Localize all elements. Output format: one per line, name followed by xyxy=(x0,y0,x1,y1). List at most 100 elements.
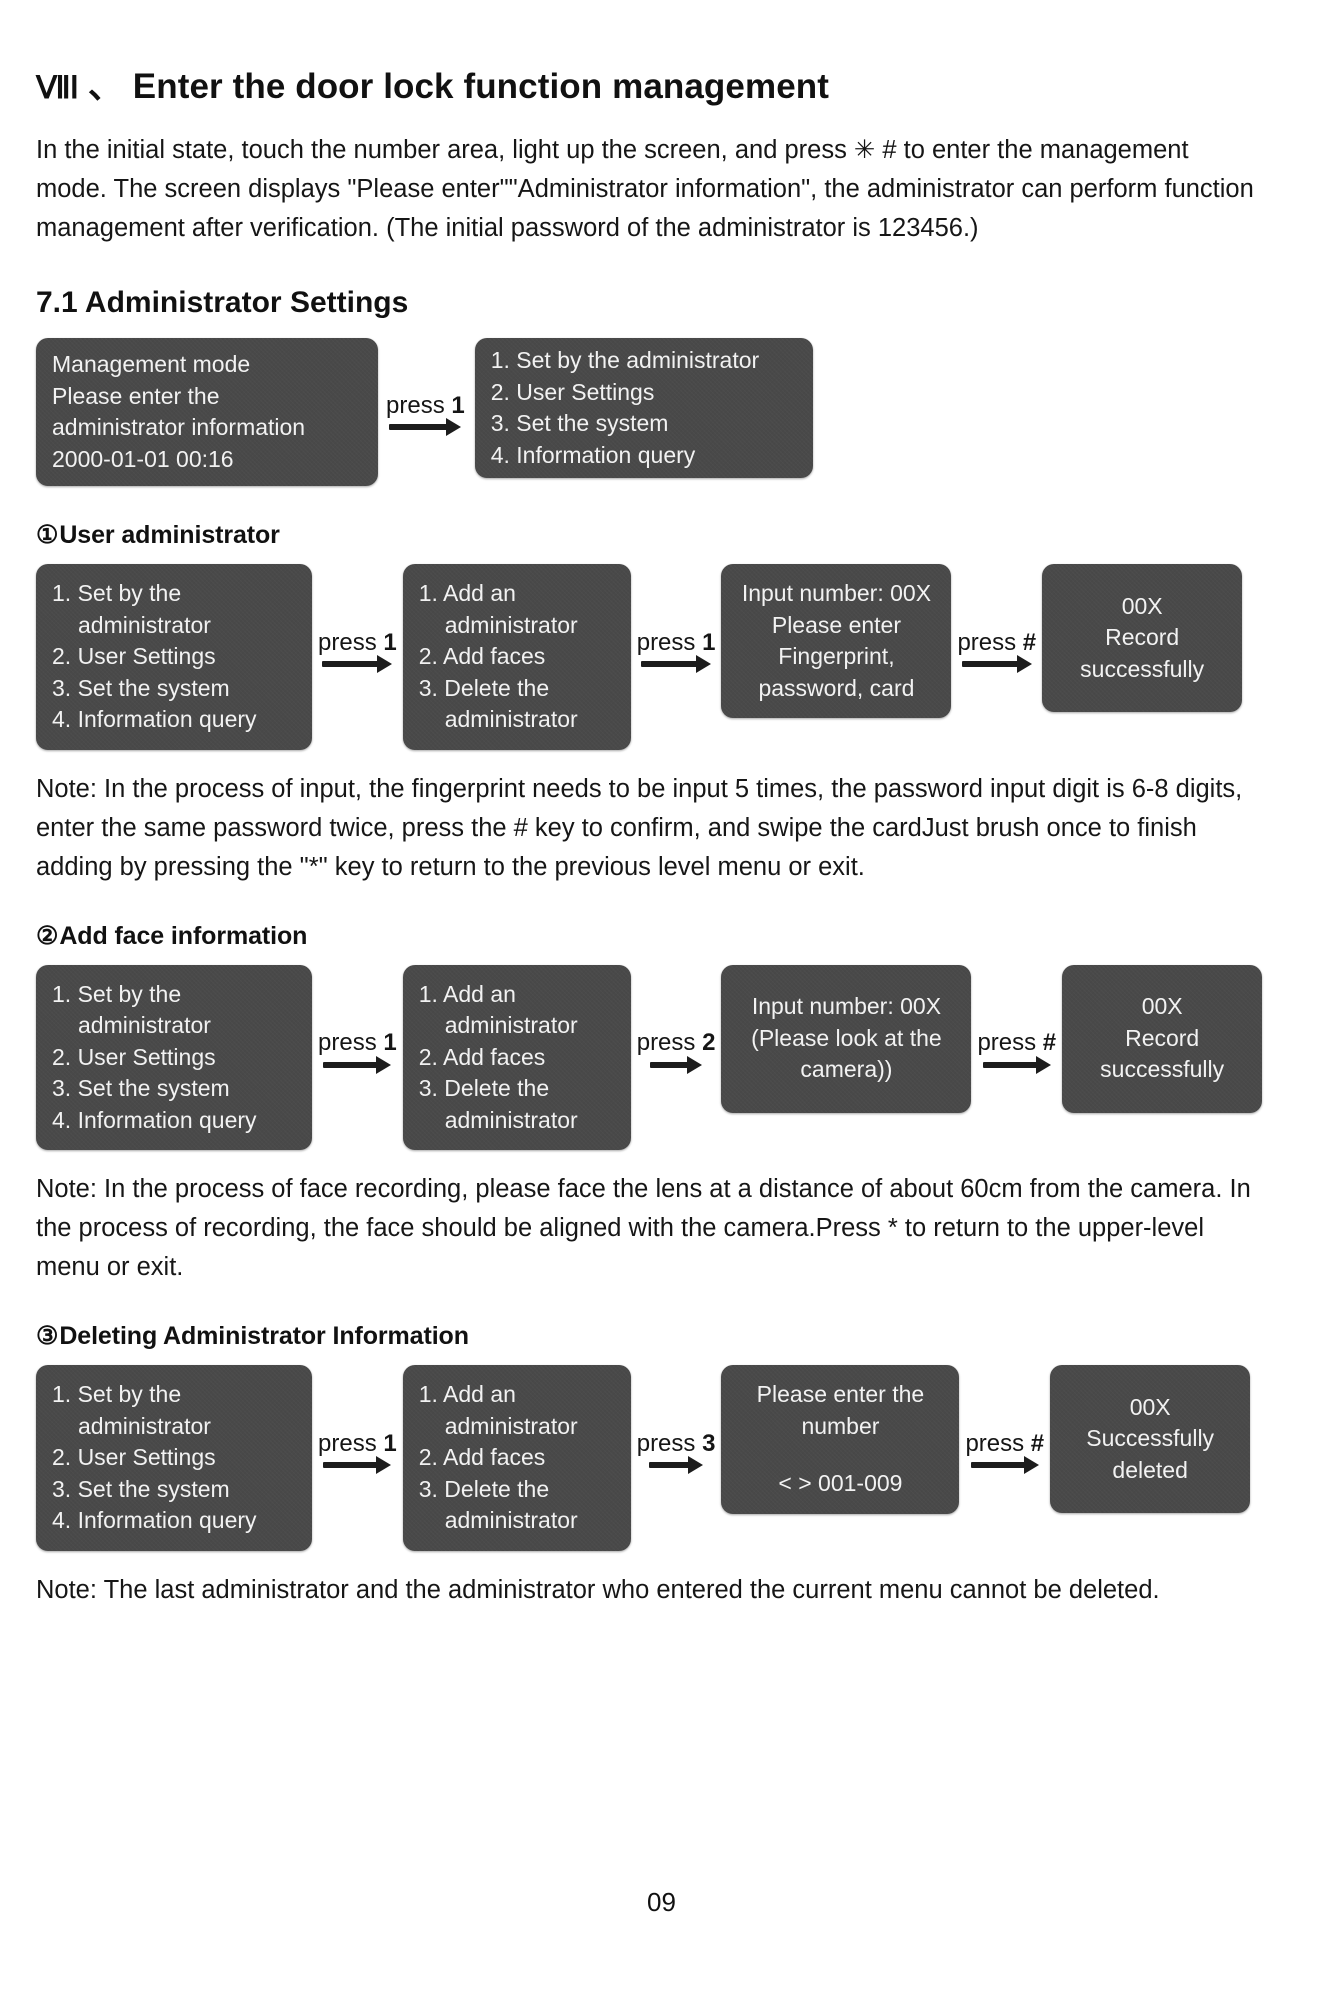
arrow-icon xyxy=(389,418,462,436)
arrow-shaft xyxy=(650,1061,689,1068)
arrow-shaft xyxy=(970,1462,1025,1468)
screen-main-menu: 1. Set by the administrator 2. User Sett… xyxy=(475,338,813,478)
screen-line: Please enter xyxy=(771,611,901,638)
connector-key: 3 xyxy=(702,1429,716,1457)
screen-main-menu: 1. Set by the administrator 2. User Sett… xyxy=(36,1365,312,1551)
connector-key: 1 xyxy=(383,1029,397,1056)
flow-administrator-settings: Management mode Please enter the adminis… xyxy=(36,338,1263,486)
menu-item: 2. User Settings xyxy=(52,643,216,669)
note-add-face-information: Note: In the process of face recording, … xyxy=(36,1175,1251,1281)
arrow-head xyxy=(1023,1456,1039,1474)
menu-item: 4. Information query xyxy=(52,706,257,732)
screen-admin-submenu: 1. Add an administrator 2. Add faces 3. … xyxy=(403,1365,631,1551)
arrow-head xyxy=(446,418,462,436)
arrow-icon xyxy=(982,1055,1051,1074)
arrow-head xyxy=(696,655,712,673)
connector-label: press 1 xyxy=(637,629,716,657)
menu-item: 2. User Settings xyxy=(52,1043,216,1070)
menu-item: 4. Information query xyxy=(490,441,696,468)
menu-item: 1. Add an xyxy=(418,580,516,606)
connector-key: 1 xyxy=(383,1429,397,1457)
screen-line: Record xyxy=(1105,624,1180,651)
menu-item: 1. Set by the xyxy=(52,980,182,1007)
connector-press-hash: press # xyxy=(951,564,1042,734)
chapter-numeral-separator: 、 xyxy=(87,67,123,106)
screen-line: Please enter the xyxy=(756,1381,925,1407)
connector-key: # xyxy=(1042,1029,1057,1056)
arrow-shaft xyxy=(641,661,698,667)
arrow-icon xyxy=(649,1456,704,1474)
arrow-icon xyxy=(650,1055,703,1074)
connector-label: press # xyxy=(957,629,1036,657)
screen-line: Input number: 00X xyxy=(741,580,932,606)
screen-line: Record xyxy=(1125,1024,1200,1051)
connector-key: # xyxy=(1022,628,1037,656)
arrow-head xyxy=(687,1055,703,1074)
screen-line: successfully xyxy=(1080,655,1205,682)
menu-item: 4. Information query xyxy=(52,1106,257,1133)
menu-item: 1. Set by the xyxy=(52,1381,182,1407)
screen-number-prompt: Please enter the number < > 001-009 xyxy=(721,1365,959,1514)
connector-label: press 1 xyxy=(386,392,465,420)
screen-line: 00X xyxy=(1129,1393,1171,1420)
connector-press-hash: press # xyxy=(959,1365,1050,1535)
arrow-shaft xyxy=(649,1462,690,1468)
subsection-label: Deleting Administrator Information xyxy=(59,1322,469,1350)
connector-press-3: press 3 xyxy=(631,1365,722,1535)
screen-result: 00X Record successfully xyxy=(1042,564,1242,712)
screen-line: Successfully xyxy=(1086,1425,1215,1452)
screen-line: administrator information xyxy=(52,414,306,440)
connector-press-1: press 1 xyxy=(631,564,722,734)
screen-line: Fingerprint, xyxy=(778,643,895,669)
menu-item: 3. Set the system xyxy=(52,1075,230,1101)
menu-item: 3. Set the system xyxy=(52,674,230,701)
menu-item: 1. Set by the administrator xyxy=(490,347,760,373)
connector-prefix: press xyxy=(318,628,377,656)
screen-line: deleted xyxy=(1112,1456,1188,1483)
subsection-marker: ② xyxy=(36,921,59,950)
screen-line: Input number: 00X xyxy=(751,993,942,1020)
screen-admin-submenu: 1. Add an administrator 2. Add faces 3. … xyxy=(403,965,631,1151)
screen-result: 00X Record successfully xyxy=(1062,965,1262,1113)
subsection-title-3: ③Deleting Administrator Information xyxy=(36,1321,1263,1351)
chapter-heading: ⅦⅠ、 Enter the door lock function managem… xyxy=(36,58,1263,109)
subsection-marker: ③ xyxy=(36,1322,59,1350)
connector-prefix: press xyxy=(318,1429,377,1457)
menu-item: 3. Set the system xyxy=(490,410,669,436)
arrow-icon xyxy=(961,655,1032,673)
menu-item-cont: administrator xyxy=(444,611,578,638)
screen-main-menu: 1. Set by the administrator 2. User Sett… xyxy=(36,564,312,750)
menu-item-cont: administrator xyxy=(78,1412,211,1439)
connector-label: press 1 xyxy=(318,1029,397,1057)
screen-line: 00X xyxy=(1121,592,1163,619)
connector-prefix: press xyxy=(977,1029,1037,1056)
menu-item-cont: administrator xyxy=(78,611,211,638)
menu-item: 2. Add faces xyxy=(418,1444,546,1470)
arrow-icon xyxy=(322,655,393,673)
connector-press-1: press 1 xyxy=(312,1365,403,1535)
menu-item-cont: administrator xyxy=(444,1106,578,1133)
menu-item: 3. Delete the xyxy=(418,1075,550,1101)
screen-line: successfully xyxy=(1100,1056,1225,1083)
menu-item: 1. Add an xyxy=(418,980,516,1007)
section-title-7-1: 7.1 Administrator Settings xyxy=(36,286,409,319)
arrow-head xyxy=(1035,1055,1051,1074)
arrow-shaft xyxy=(961,661,1018,667)
connector-prefix: press xyxy=(957,628,1017,656)
note-delete-administrator: Note: The last administrator and the adm… xyxy=(36,1575,1160,1604)
screen-face-prompt: Input number: 00X (Please look at the ca… xyxy=(721,965,971,1113)
connector-key: 2 xyxy=(702,1029,716,1056)
connector-key: 1 xyxy=(383,628,397,656)
arrow-icon xyxy=(323,1055,392,1074)
connector-press-2: press 2 xyxy=(631,965,722,1135)
screen-main-menu: 1. Set by the administrator 2. User Sett… xyxy=(36,965,312,1151)
menu-item: 3. Delete the xyxy=(418,674,550,701)
screen-line: number xyxy=(801,1412,880,1439)
screen-line: password, card xyxy=(758,674,915,701)
connector-prefix: press xyxy=(636,1429,696,1457)
arrow-icon xyxy=(970,1456,1039,1474)
connector-label: press 1 xyxy=(318,629,397,657)
arrow-shaft xyxy=(323,1462,378,1468)
connector-label: press 3 xyxy=(637,1430,716,1458)
